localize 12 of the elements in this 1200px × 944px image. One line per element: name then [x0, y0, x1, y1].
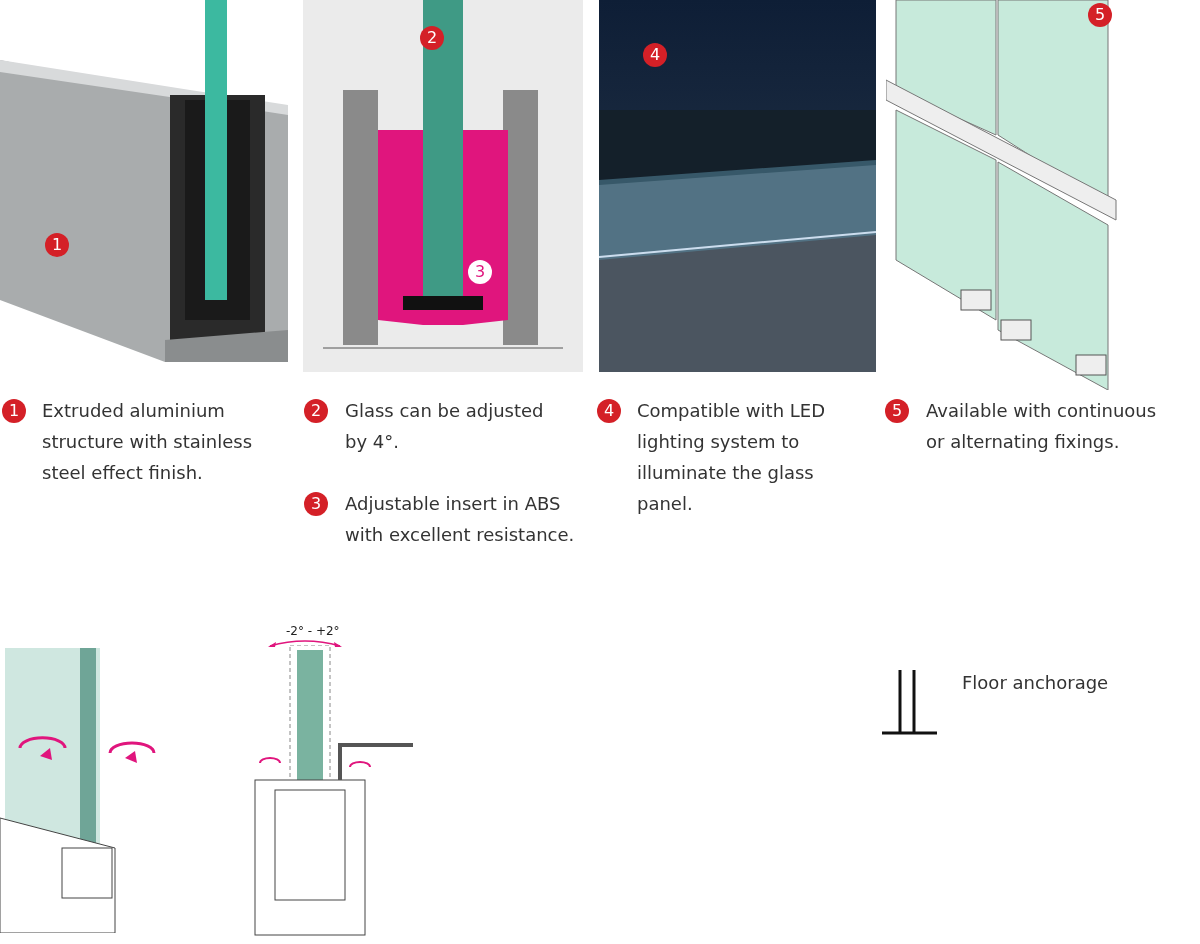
symbol-caption: Floor anchorage [962, 671, 1110, 695]
feature-description: Glass can be adjusted by 4°. [345, 399, 545, 454]
feature-description: Extruded aluminium structure with stainless steel effect finish. [42, 399, 254, 485]
callout-number: 2 [304, 399, 328, 423]
callout-number: 3 [304, 492, 328, 516]
feature-description: Adjustable insert in ABS with excellent resistance. [345, 492, 576, 547]
callout-number: 5 [885, 399, 909, 423]
callout-number: 1 [2, 399, 26, 423]
callout-number: 4 [597, 399, 621, 423]
feature-description: Compatible with LED lighting system to illuminate the glass panel. [637, 399, 827, 516]
angle-label: -2° - +2° [286, 624, 340, 638]
feature-description: Available with continuous or alternating fixings. [926, 399, 1158, 454]
